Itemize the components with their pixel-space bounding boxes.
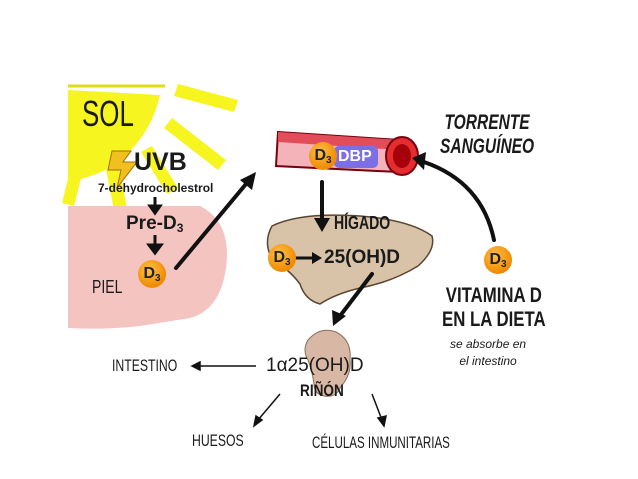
calcitriol-label: 1α25(OH)D bbox=[266, 355, 364, 376]
sun-label: SOL bbox=[82, 93, 134, 134]
liver-label: HÍGADO bbox=[334, 213, 391, 233]
d3-bubble-blood: D3 bbox=[309, 142, 337, 170]
d3-bubble-skin: D3 bbox=[138, 260, 166, 288]
diet-absorption-note: se absorbe en el intestino bbox=[450, 337, 527, 368]
skin-step-arrows bbox=[146, 197, 164, 256]
dehydrocholesterol-label: 7-dehydrocholestrol bbox=[98, 181, 214, 195]
kidney-shape bbox=[304, 329, 351, 397]
lightning-icon bbox=[107, 150, 139, 189]
arrow-diet-to-blood bbox=[422, 160, 496, 242]
uvb-label: UVB bbox=[134, 148, 187, 176]
pre-d3-label: Pre-D3 bbox=[126, 214, 183, 234]
kidney-label: RIÑÓN bbox=[300, 381, 344, 400]
bones-label: HUESOS bbox=[192, 431, 244, 450]
arrow-to-immune-cells bbox=[371, 393, 383, 421]
skin-label: PIEL bbox=[92, 277, 123, 297]
blood-stream-label: TORRENTE SANGUÍNEO bbox=[440, 111, 535, 158]
arrow-liver-to-kidney bbox=[338, 272, 374, 318]
immune-cells-label: CÉLULAS INMUNITARIAS bbox=[312, 433, 450, 452]
pre-d3-subscript: 3 bbox=[176, 221, 184, 235]
arrow-to-bones bbox=[257, 393, 281, 421]
dbp-box bbox=[334, 146, 378, 168]
sun-rays bbox=[62, 84, 238, 210]
diet-vitamin-label: VITAMINA D EN LA DIETA bbox=[442, 284, 546, 332]
sun-icon bbox=[68, 84, 165, 181]
arrow-liver-inner bbox=[294, 252, 322, 264]
arrow-skin-to-blood bbox=[174, 182, 248, 270]
d3-bubble-liver: D3 bbox=[268, 244, 296, 272]
pre-d3-prefix: Pre-D bbox=[126, 213, 177, 234]
dbp-label: DBP bbox=[338, 148, 372, 165]
d3-bubble-diet: D3 bbox=[484, 246, 512, 274]
intestine-label: INTESTINO bbox=[112, 356, 178, 375]
calcidiol-label: 25(OH)D bbox=[324, 247, 401, 268]
